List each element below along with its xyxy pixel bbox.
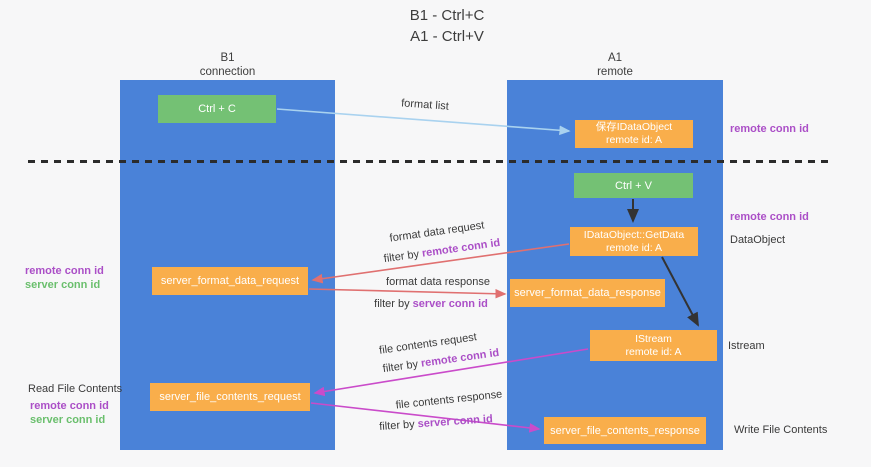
save-idataobject-remote-id: remote id: A bbox=[605, 134, 663, 146]
istream-note: Istream bbox=[728, 340, 765, 352]
format-data-response-label: format data response bbox=[386, 276, 490, 288]
remote-conn-id-note-left1: remote conn id bbox=[25, 265, 104, 277]
lane-header-a1: A1 remote bbox=[507, 51, 723, 79]
ctrl-v-box: Ctrl + V bbox=[574, 173, 693, 198]
istream-box: IStream remote id: A bbox=[590, 330, 717, 361]
lane-a1-name: A1 bbox=[607, 52, 623, 64]
write-file-contents-note: Write File Contents bbox=[734, 424, 828, 436]
getdata-label: IDataObject::GetData bbox=[583, 228, 685, 241]
phase-separator-dashed-line bbox=[28, 160, 830, 163]
remote-conn-id-note-left2: remote conn id bbox=[30, 400, 109, 412]
server-file-contents-request-box: server_file_contents_request bbox=[150, 383, 310, 411]
remote-conn-id-note-mid: remote conn id bbox=[730, 211, 809, 223]
dataobject-note: DataObject bbox=[730, 234, 786, 246]
diagram-title-line2: A1 - Ctrl+V bbox=[410, 28, 484, 45]
file-contents-request-arrow bbox=[313, 348, 589, 397]
server-format-data-response-box: server_format_data_response bbox=[510, 279, 665, 307]
server-conn-id-note-left1: server conn id bbox=[25, 279, 101, 291]
read-file-contents-note: Read File Contents bbox=[28, 383, 123, 395]
filter-by-server-conn-id-label-1: filter by server conn id bbox=[341, 298, 521, 310]
filter-by-text: filter by bbox=[374, 298, 413, 310]
save-idataobject-box: 保存IDataObject remote id: A bbox=[575, 120, 693, 148]
lane-a1-subname: remote bbox=[597, 66, 633, 78]
file-contents-response-arrow bbox=[310, 402, 541, 433]
server-conn-id-highlight: server conn id bbox=[412, 298, 488, 310]
getdata-remote-id: remote id: A bbox=[605, 241, 663, 254]
lane-b1-name: B1 bbox=[220, 52, 235, 64]
save-idataobject-label: 保存IDataObject bbox=[595, 121, 673, 133]
format-list-arrow bbox=[276, 108, 571, 136]
remote-conn-id-note-top: remote conn id bbox=[730, 123, 809, 135]
diagram-title: B1 - Ctrl+C A1 - Ctrl+V bbox=[297, 5, 597, 47]
server-conn-id-note-left2: server conn id bbox=[30, 414, 106, 426]
server-file-contents-response-box: server_file_contents_response bbox=[544, 417, 706, 444]
ctrl-c-box: Ctrl + C bbox=[158, 95, 276, 123]
istream-label: IStream bbox=[635, 332, 672, 345]
format-data-response-arrow bbox=[308, 288, 507, 299]
lane-b1-subname: connection bbox=[199, 66, 256, 78]
lane-header-b1: B1 connection bbox=[120, 51, 335, 79]
server-format-data-request-box: server_format_data_request bbox=[152, 267, 308, 295]
idataobject-getdata-box: IDataObject::GetData remote id: A bbox=[570, 227, 698, 256]
getdata-to-istream-arrow bbox=[661, 256, 699, 327]
istream-remote-id: remote id: A bbox=[625, 345, 682, 358]
diagram-title-line1: B1 - Ctrl+C bbox=[409, 7, 485, 24]
format-data-request-arrow bbox=[311, 243, 570, 284]
